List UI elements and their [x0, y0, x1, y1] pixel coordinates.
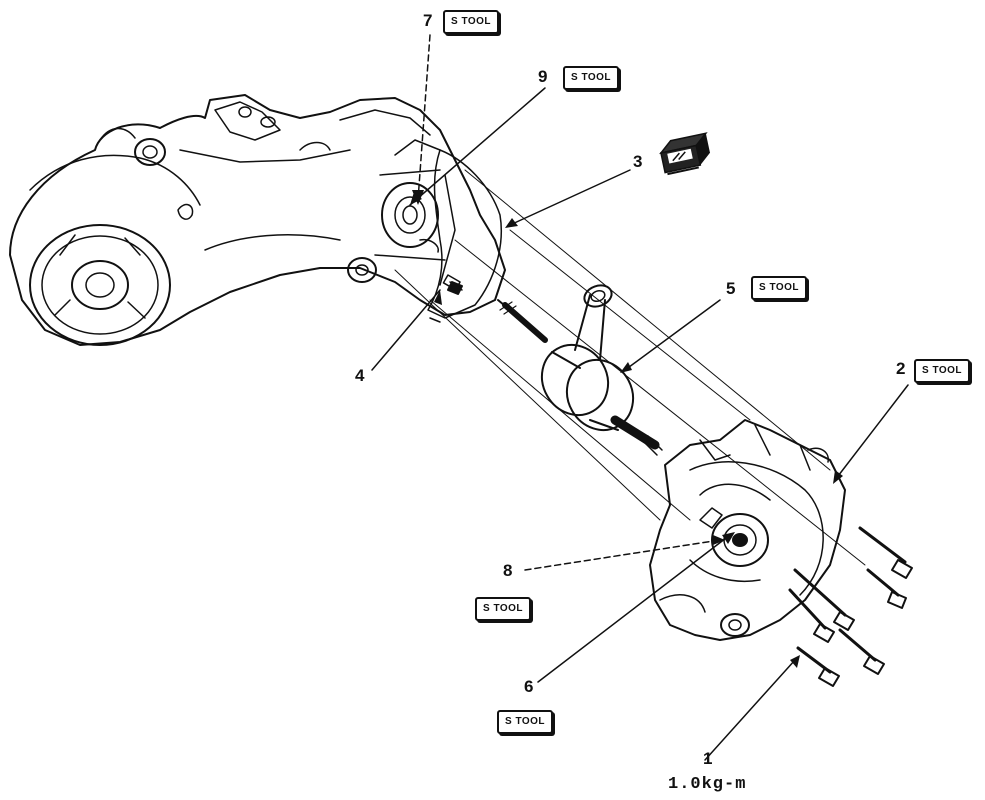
- right-crankcase-half: [650, 420, 845, 640]
- callout-4: 4: [355, 367, 364, 384]
- special-tool-tag-9: S TOOL: [563, 66, 619, 90]
- callout-1: 1: [703, 750, 712, 767]
- crankshaft: [498, 282, 662, 455]
- callout-9: 9: [538, 68, 547, 85]
- callout-2: 2: [896, 360, 905, 377]
- special-tool-tag-7: S TOOL: [443, 10, 499, 34]
- special-tool-tag-5: S TOOL: [751, 276, 807, 300]
- special-tool-tag-2: S TOOL: [914, 359, 970, 383]
- crankcase-bolts: [790, 528, 912, 686]
- special-tool-tag-6: S TOOL: [497, 710, 553, 734]
- grease-can-icon: [659, 133, 713, 174]
- torque-spec: 1.0kg-m: [668, 775, 746, 794]
- callout-6: 6: [524, 678, 533, 695]
- special-tool-tag-8: S TOOL: [475, 597, 531, 621]
- callout-3: 3: [633, 153, 642, 170]
- callout-7: 7: [423, 12, 432, 29]
- leader-lines: [372, 35, 908, 760]
- left-crankcase-half: [10, 95, 505, 345]
- callout-5: 5: [726, 280, 735, 297]
- callout-8: 8: [503, 562, 512, 579]
